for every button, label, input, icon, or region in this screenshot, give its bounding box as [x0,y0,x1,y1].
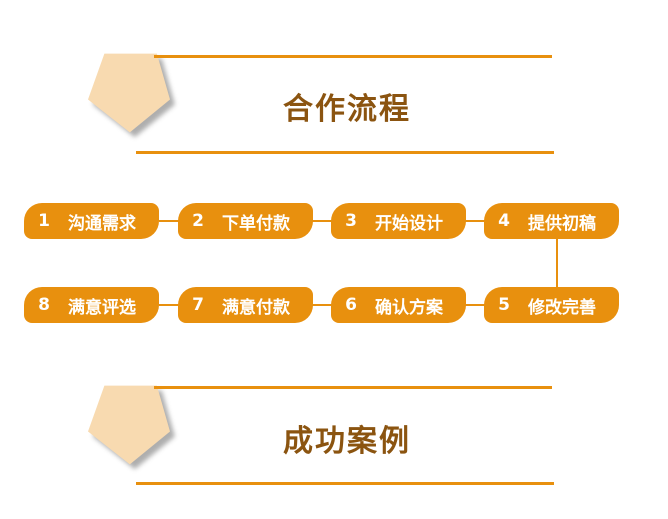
connector [159,304,179,306]
process-section-header: 合作流程 [0,50,668,160]
step-2: 2 下单付款 [178,203,313,239]
top-divider [154,55,552,58]
step-3: 3 开始设计 [331,203,466,239]
section-title: 成功案例 [283,424,411,459]
step-label: 满意评选 [68,297,136,318]
bottom-divider [136,482,554,485]
connector [465,220,485,222]
step-number: 8 [38,295,50,315]
top-divider [154,386,552,389]
connector [312,304,332,306]
step-label: 修改完善 [528,297,596,318]
step-7: 7 满意付款 [178,287,313,323]
pentagon-icon [88,385,175,470]
step-4: 4 提供初稿 [484,203,619,239]
step-label: 开始设计 [375,213,443,234]
step-number: 4 [498,211,510,231]
step-number: 1 [38,211,50,231]
step-5: 5 修改完善 [484,287,619,323]
connector [159,220,179,222]
connector [465,304,485,306]
step-8: 8 满意评选 [24,287,159,323]
connector [312,220,332,222]
step-label: 下单付款 [222,213,290,234]
step-1: 1 沟通需求 [24,203,159,239]
step-label: 提供初稿 [528,213,596,234]
bottom-divider [136,151,554,154]
step-label: 满意付款 [222,297,290,318]
connector [556,239,558,287]
pentagon-icon [88,53,175,138]
step-label: 确认方案 [375,297,443,318]
step-number: 6 [345,295,357,315]
step-label: 沟通需求 [68,213,136,234]
step-number: 7 [192,295,204,315]
step-6: 6 确认方案 [331,287,466,323]
cases-section-header: 成功案例 [0,382,668,492]
step-number: 2 [192,211,204,231]
step-number: 5 [498,295,510,315]
section-title: 合作流程 [283,92,411,127]
step-number: 3 [345,211,357,231]
